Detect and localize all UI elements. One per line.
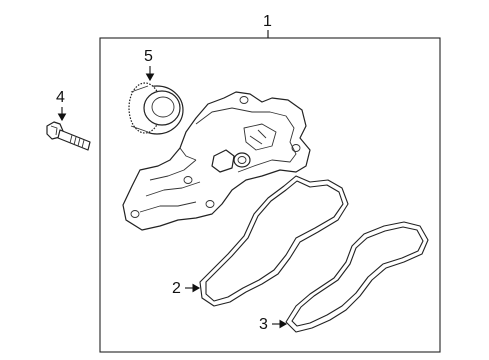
callout-2-label: 2 [172, 280, 181, 297]
gasket-2-inner [205, 180, 344, 302]
pulley-part[interactable] [128, 82, 184, 135]
callout-5-label: 5 [144, 48, 153, 65]
gasket-3-inner [291, 226, 424, 327]
pump-bolt-hole-right [291, 144, 301, 152]
callout-4-label: 4 [56, 89, 65, 106]
pump-bolt-hole-left [130, 210, 140, 218]
callout-1[interactable]: 1 [263, 13, 272, 38]
callout-3[interactable]: 3 [259, 316, 288, 333]
pulley-face [143, 90, 181, 126]
bolt-shank [57, 129, 91, 151]
gasket-2-outer [199, 175, 349, 307]
gasket-3-outer [285, 221, 429, 333]
pump-bolt-hole-mid [183, 176, 193, 184]
pump-bolt-hole-top [239, 96, 249, 104]
callout-3-label: 3 [259, 316, 268, 333]
bolt-part[interactable] [46, 121, 91, 151]
assembly-frame [99, 37, 441, 353]
pump-impeller-vanes [249, 129, 267, 145]
pump-outlet-port [233, 152, 251, 168]
water-pump-housing[interactable] [122, 91, 311, 231]
pump-neck [179, 147, 197, 161]
pump-flange-ribs [139, 159, 201, 213]
pulley-edge-lines [130, 85, 149, 133]
bolt-thread [69, 134, 85, 149]
pulley-hub [151, 96, 175, 118]
pump-impeller-cover [243, 123, 277, 151]
gasket-3[interactable] [285, 221, 429, 333]
callout-1-label: 1 [263, 13, 272, 30]
pump-boss [211, 149, 235, 173]
pump-outlet-port-inner [237, 156, 247, 164]
callout-2[interactable]: 2 [172, 280, 201, 297]
callout-5[interactable]: 5 [144, 48, 155, 82]
pump-bolt-hole-lower [205, 200, 215, 208]
callout-4[interactable]: 4 [56, 89, 67, 122]
pump-inner-rim [195, 107, 297, 173]
bolt-head-facet [50, 125, 58, 136]
gasket-2[interactable] [199, 175, 349, 307]
